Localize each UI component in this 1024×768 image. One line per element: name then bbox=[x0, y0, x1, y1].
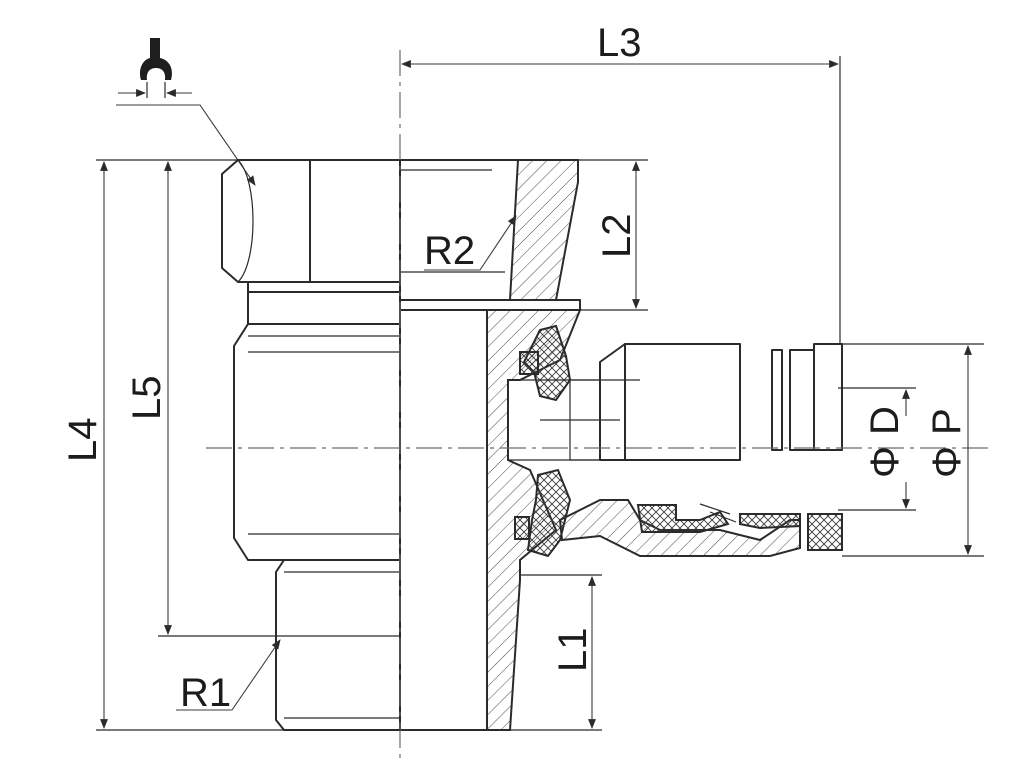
label-phi-d: Φ D bbox=[863, 406, 907, 478]
label-l4: L4 bbox=[61, 418, 105, 463]
dimension-phi-p: Φ P bbox=[842, 343, 984, 557]
neck-section bbox=[247, 281, 401, 325]
connector-body bbox=[599, 343, 843, 461]
dimension-l5: L5 bbox=[125, 161, 400, 637]
label-r2: R2 bbox=[424, 229, 475, 273]
dimension-l3: L3 bbox=[401, 21, 841, 344]
seal-rings bbox=[514, 324, 572, 558]
dimension-r2: R2 bbox=[424, 215, 517, 273]
label-l5: L5 bbox=[125, 376, 169, 421]
male-thread-r1 bbox=[275, 559, 401, 731]
label-l2: L2 bbox=[595, 214, 639, 259]
label-r1: R1 bbox=[180, 671, 231, 715]
dimension-r1: R1 bbox=[176, 639, 281, 715]
main-cylinder bbox=[233, 323, 401, 561]
dimension-l1: L1 bbox=[510, 574, 602, 731]
label-l1: L1 bbox=[551, 628, 595, 673]
dimension-phi-d: Φ D bbox=[838, 387, 916, 511]
wrench-leader bbox=[116, 104, 256, 186]
dimension-l2: L2 bbox=[520, 159, 648, 311]
label-l3: L3 bbox=[597, 21, 642, 65]
dimension-l4: L4 bbox=[61, 159, 400, 731]
wrench-icon bbox=[118, 38, 192, 98]
collet-section bbox=[558, 499, 843, 557]
label-phi-p: Φ P bbox=[925, 408, 969, 478]
